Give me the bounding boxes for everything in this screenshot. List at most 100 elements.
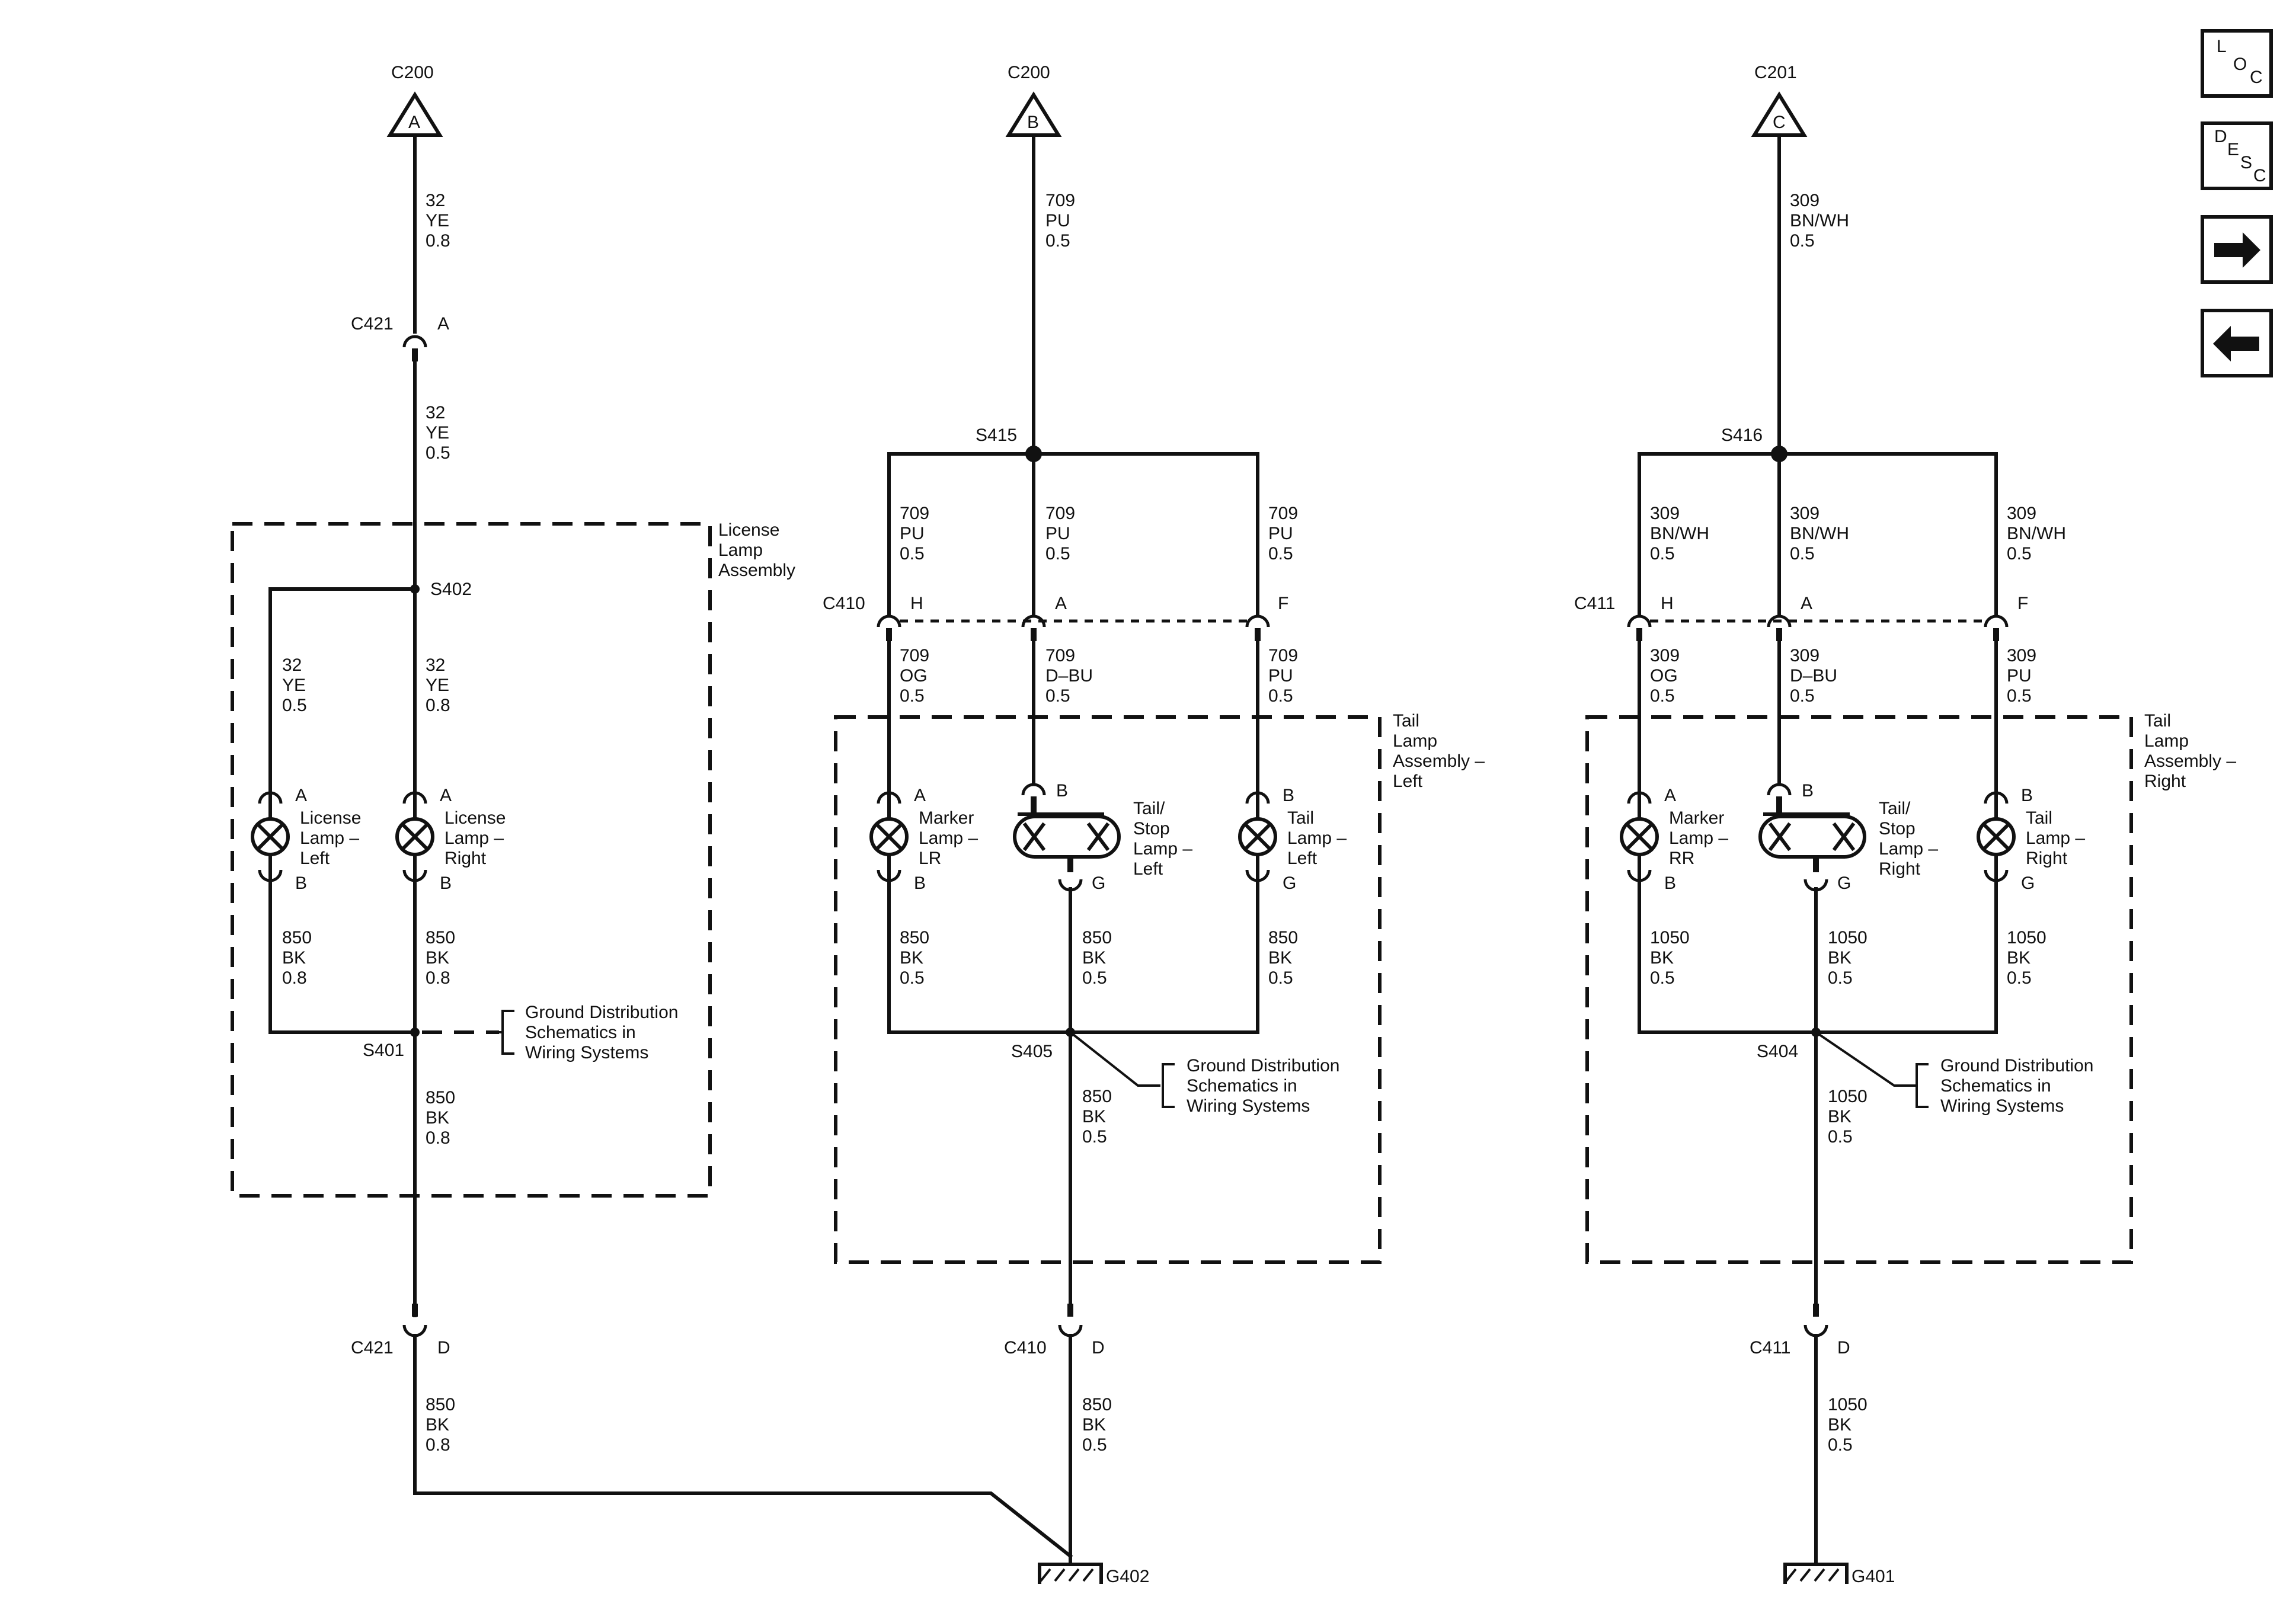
pin-label: H [910,594,923,613]
lamp-label: Lamp – [1287,828,1347,848]
wire-label: BK [1082,1415,1106,1435]
top-connector-name-b: C200 [1008,63,1050,82]
wire-label: BK [1828,1415,1851,1435]
assembly-label: Tail [2144,711,2171,731]
lamp-label: Lamp – [1133,839,1192,859]
wire-label: 32 [426,403,445,422]
pin-label: G [1837,873,1851,893]
pin-label: G [2021,873,2035,893]
lamp-label: Tail/ [1133,799,1165,818]
wire-label: BN/WH [1790,211,1849,231]
wire-label: 0.5 [1045,231,1070,251]
top-connector-name-c: C201 [1754,63,1797,82]
pin-label: B [2021,786,2033,805]
wire-label: 0.5 [1828,968,1853,988]
wire-label: BK [426,1415,449,1435]
tail-stop-lamp-right: B G Tail/ Stop Lamp – Right [1758,781,1938,1305]
splice-label: S402 [430,580,472,599]
wire-label: YE [426,211,449,231]
next-button[interactable] [2201,215,2273,284]
wire-label: 1050 [1828,928,1868,948]
wire-label: 0.5 [1268,968,1293,988]
wire-label: 32 [282,655,302,675]
lamp-label: Right [445,849,487,868]
wire-label: 709 [900,504,929,523]
loc-button[interactable]: L O C [2201,29,2273,98]
marker-lamp-rr: A B Marker Lamp – RR [1620,786,1728,1034]
connector-label: C421 [351,314,394,334]
top-connector-letter-a: A [408,113,420,132]
top-connector-name-a: C200 [391,63,434,82]
wire-label: YE [426,676,449,695]
wire-label: PU [1268,524,1293,543]
wire-label: 850 [426,1088,455,1108]
desc-letter-d: D [2214,127,2227,146]
wire-label: BN/WH [1790,524,1849,543]
desc-letter-e: E [2227,140,2239,159]
wire-label: 309 [1790,646,1819,665]
wire-label: 309 [1650,646,1680,665]
wire-label: BN/WH [1650,524,1709,543]
tail-stop-lamp-left: B G Tail/ Stop Lamp – Left [1013,781,1192,1305]
pin-label: D [1837,1338,1850,1358]
wire-label: 709 [900,646,929,665]
wire-label: BK [1828,1107,1851,1126]
splice-label: S405 [1011,1042,1053,1061]
desc-button[interactable]: D E S C [2201,121,2273,190]
back-button[interactable] [2201,309,2273,377]
wire-label: D–BU [1790,666,1837,686]
lamp-label: Right [2026,849,2068,868]
assembly-label: Tail [1393,711,1419,731]
wire-label: 0.5 [1828,1435,1853,1455]
ground-label: G402 [1106,1567,1149,1586]
wire-label: 0.8 [426,231,450,251]
ground-ref-label: Schematics in [1187,1076,1297,1096]
ground-ref-label: Ground Distribution [525,1003,678,1022]
ground-icon [1783,1563,1849,1584]
pin-label: A [1055,594,1067,613]
wire-label: PU [1045,524,1070,543]
lamp-label: Lamp – [300,828,359,848]
wire-label: 0.5 [1650,544,1675,564]
pin-label: B [1283,786,1294,805]
pin-label: F [2017,594,2028,613]
splice-label: S415 [976,425,1017,445]
wire-label: 32 [426,655,445,675]
wire-label: 0.5 [1790,231,1815,251]
lamp-label: Left [1287,849,1318,868]
wire-label: 0.8 [426,968,450,988]
wire-label: 850 [426,928,455,948]
pin-label: H [1661,594,1674,613]
assembly-label: Assembly – [1393,751,1485,771]
assembly-label: Left [1393,772,1423,791]
wire-label: 309 [1790,191,1819,210]
wire-label: BK [282,948,306,968]
lamp-label: License [445,808,506,828]
wire-label: 0.5 [2007,544,2032,564]
wire-label: 850 [900,928,929,948]
tail-lamp-assembly-left-box [834,715,1382,1264]
wire-label: 0.5 [1790,686,1815,706]
connector-label: C411 [1750,1338,1791,1358]
tail-lamp-assembly-right-box [1585,715,2133,1264]
wire-label: YE [282,676,306,695]
wire-label: 0.5 [1082,1435,1107,1455]
splice-label: S401 [363,1041,404,1060]
pin-label: B [295,873,307,893]
lamp-label: Right [1879,859,1921,879]
wire-label: 0.5 [900,686,925,706]
wire-label: 0.5 [900,544,925,564]
pin-label: B [1056,781,1068,801]
assembly-label: Right [2144,772,2186,791]
wire-label: 850 [1082,928,1112,948]
pin-label: B [1664,873,1676,893]
wire-label: 0.5 [1045,686,1070,706]
desc-letter-c: C [2253,166,2266,185]
wire-label: 0.8 [282,968,307,988]
ground-ref-label: Schematics in [1940,1076,2051,1096]
license-lamp-assembly-box [231,522,712,1198]
loc-letter-c: C [2250,68,2263,87]
tail-left-circuit: C200 B 709 PU 0.5 S415 709 PU 0.5 709 PU… [823,63,1485,1586]
wire-label: PU [1268,666,1293,686]
